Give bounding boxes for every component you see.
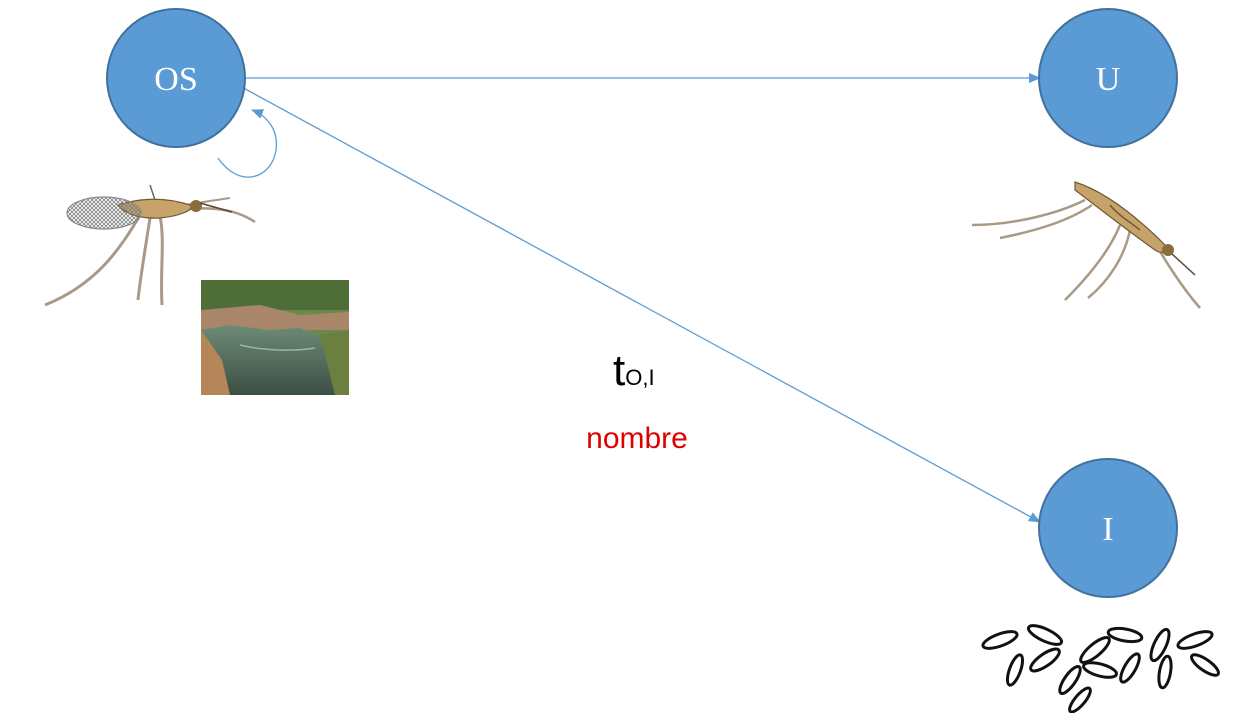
- node-os: OS: [106, 8, 246, 148]
- node-i-label: I: [1102, 511, 1113, 548]
- node-u: U: [1038, 8, 1178, 148]
- river-photo: [201, 280, 349, 395]
- edge-os-to-i: [237, 84, 1041, 523]
- node-i: I: [1038, 458, 1178, 598]
- mosquito-icon: [971, 181, 1201, 309]
- mosquito-with-net-icon: [44, 184, 256, 307]
- edge-label-t: tO,I: [613, 346, 655, 395]
- node-u-label: U: [1096, 61, 1121, 98]
- edge-note-label: nombre: [586, 422, 688, 455]
- edge-label-subscript: O,I: [625, 365, 654, 390]
- node-os-label: OS: [154, 61, 197, 98]
- edge-label-main: t: [613, 346, 625, 395]
- mosquito-eggs-icon: [981, 624, 1220, 713]
- edge-os-self-loop: [217, 109, 278, 178]
